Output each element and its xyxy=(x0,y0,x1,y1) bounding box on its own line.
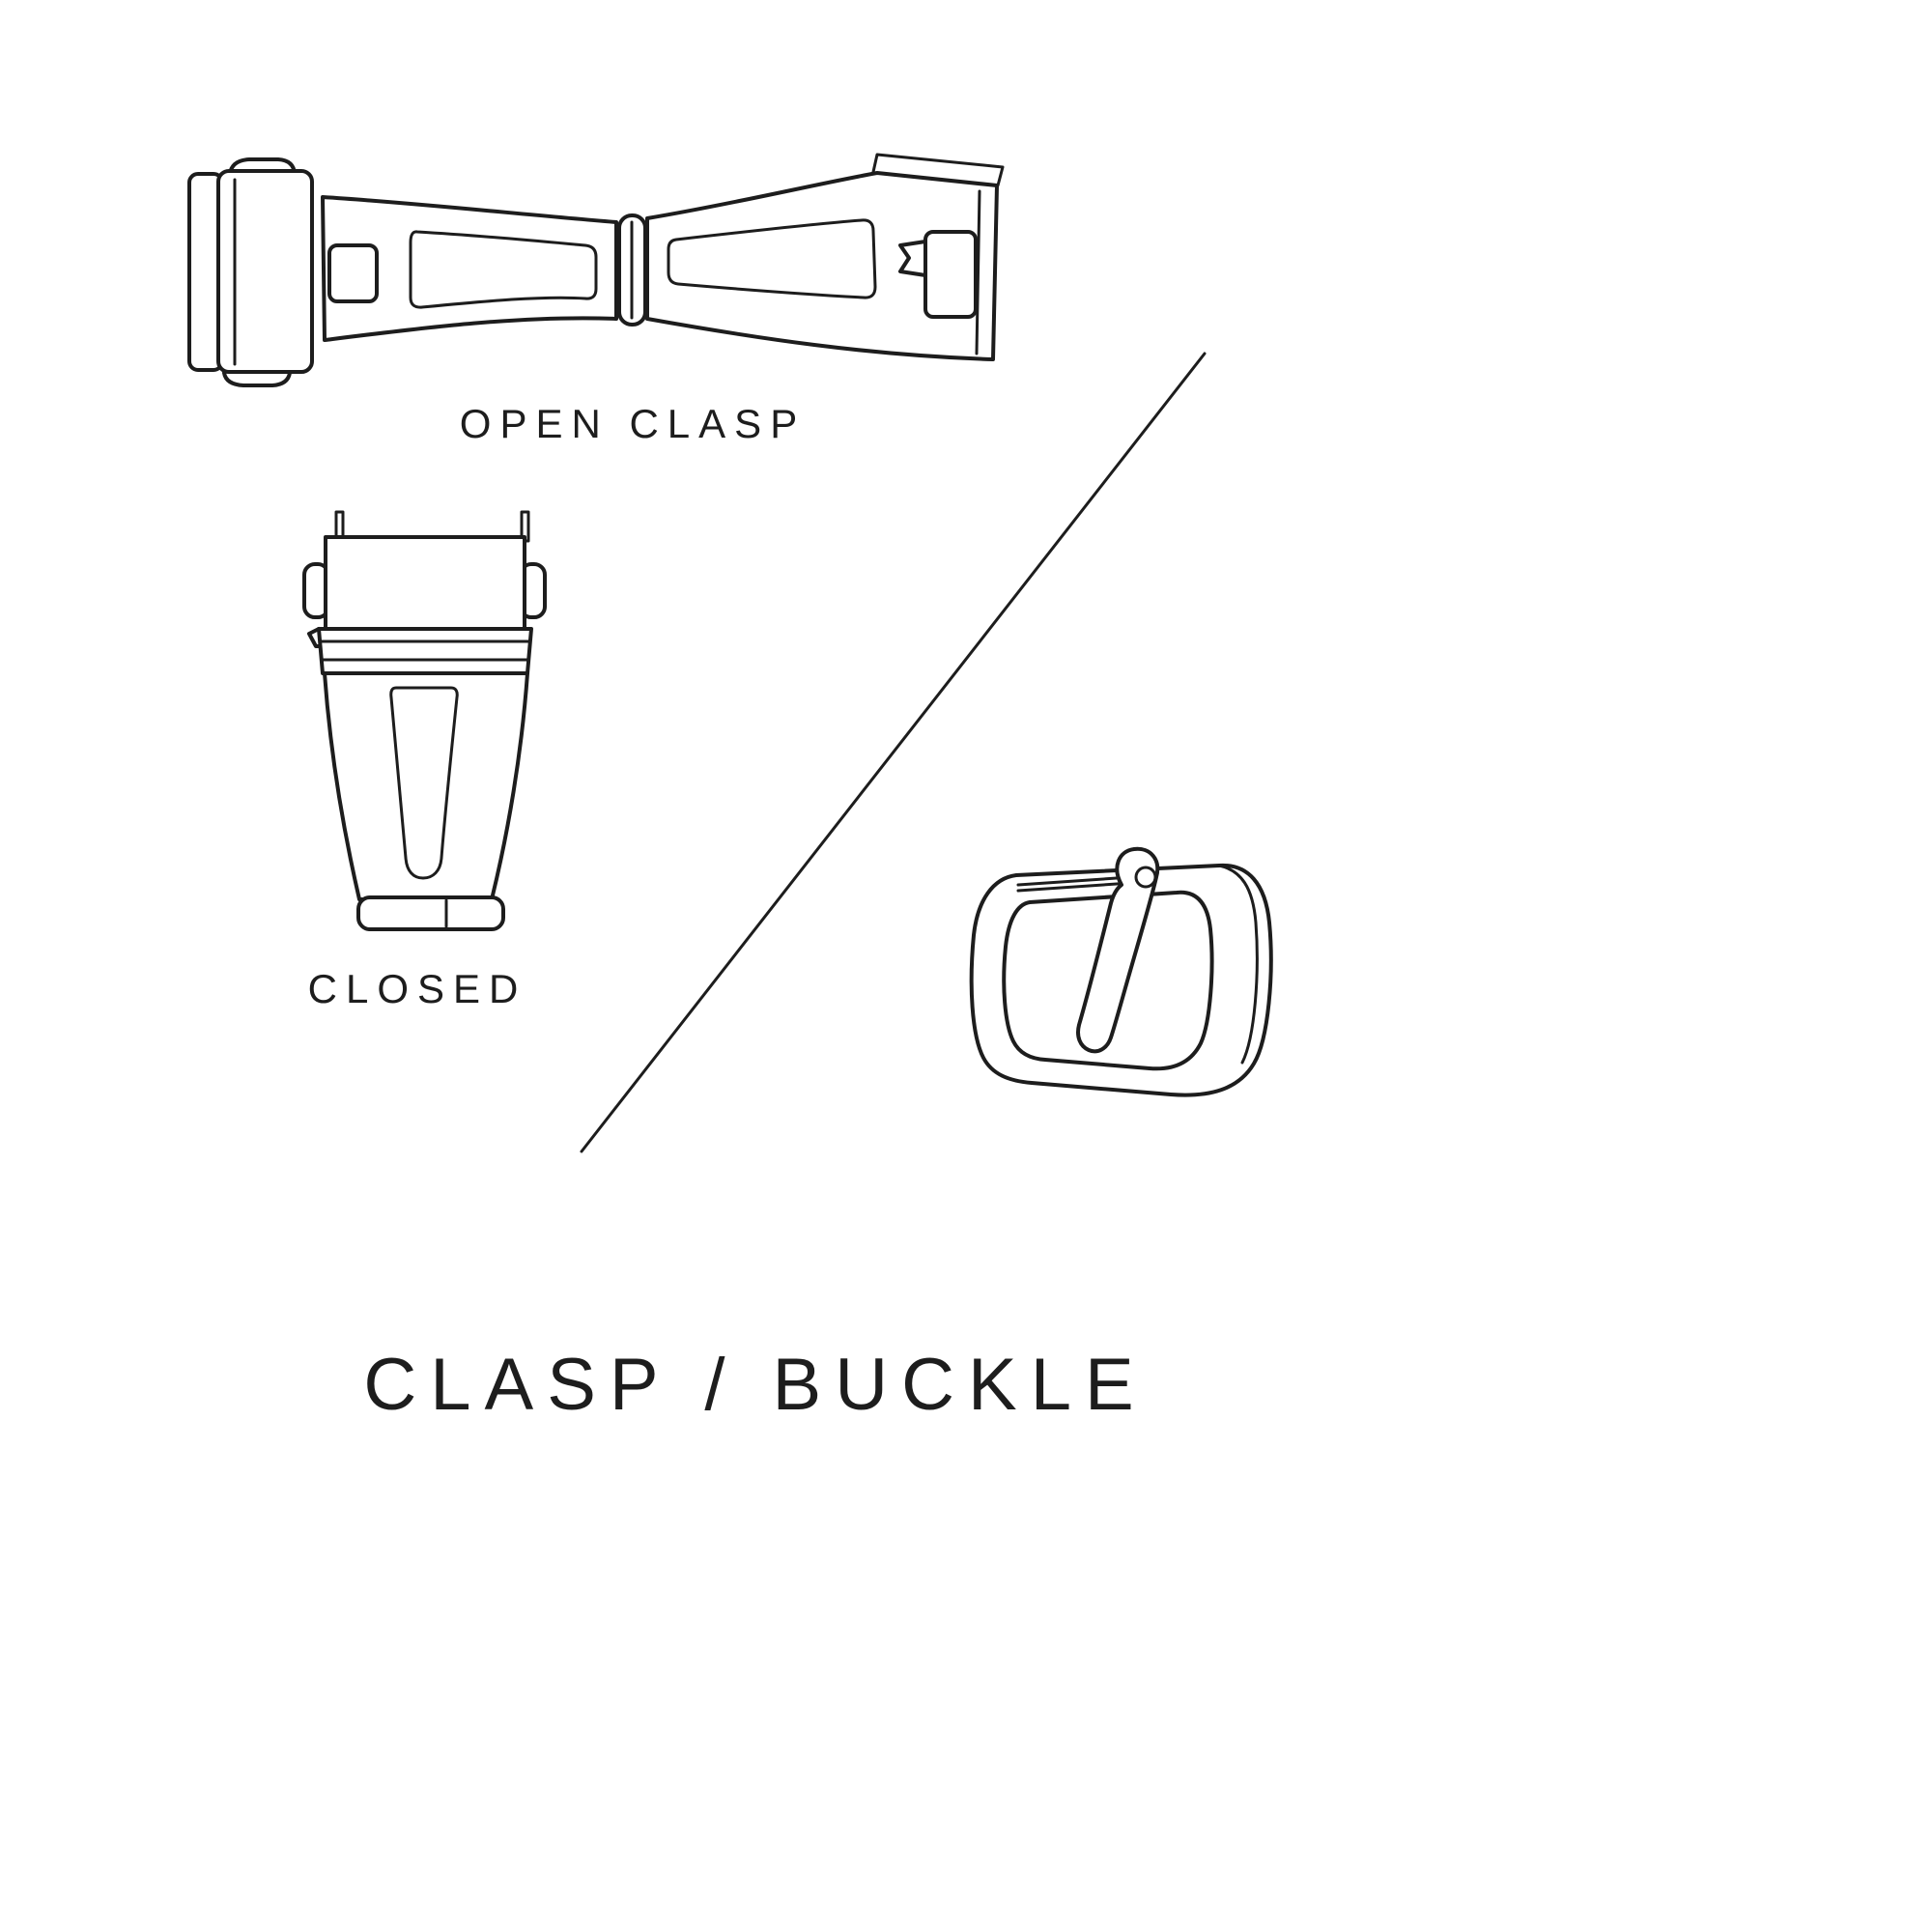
buckle-illustration xyxy=(969,846,1273,1097)
divider-line xyxy=(580,352,1207,1153)
open-clasp-label: OPEN CLASP xyxy=(459,401,807,446)
closed-clasp-illustration xyxy=(302,510,547,931)
closed-label: CLOSED xyxy=(307,966,527,1011)
open-clasp-illustration xyxy=(187,153,1005,387)
page-title: CLASP / BUCKLE xyxy=(363,1344,1148,1426)
